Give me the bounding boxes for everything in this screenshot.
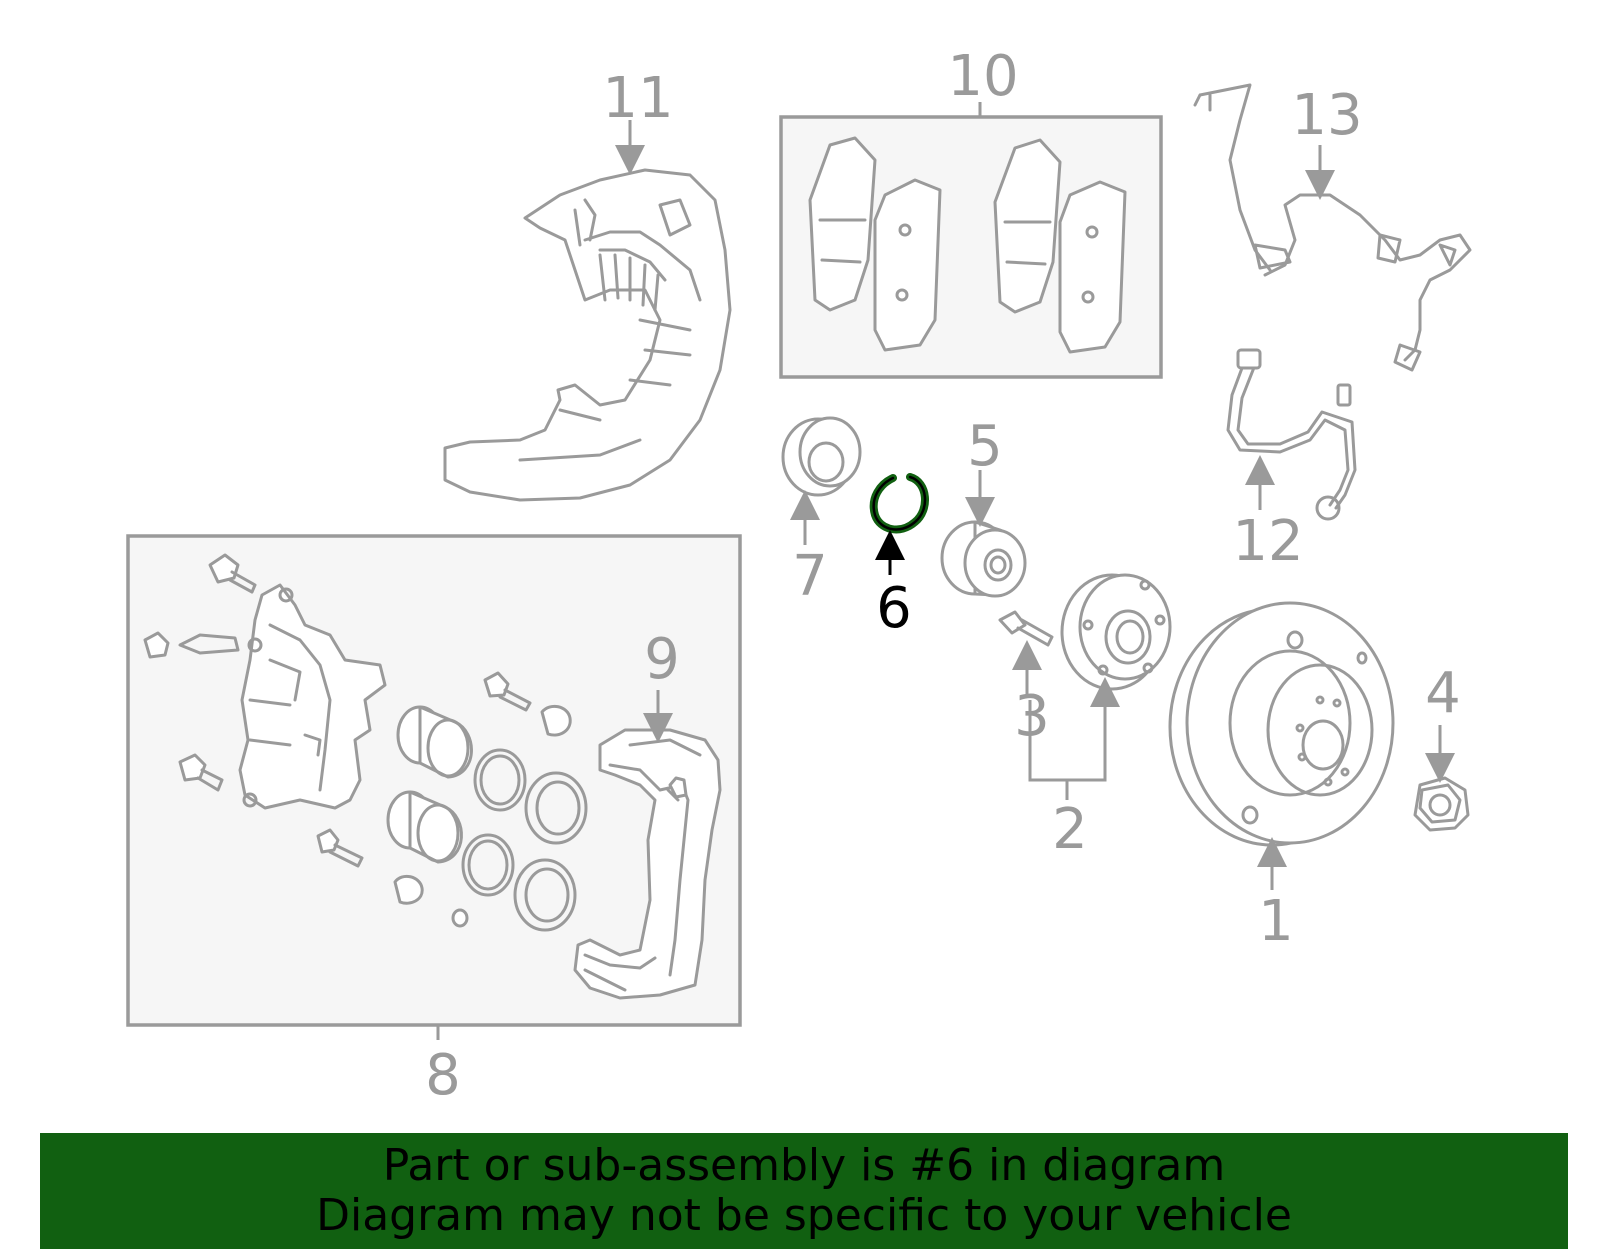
dust-shield-part-11[interactable]	[443, 168, 732, 502]
callout-10[interactable]: 10	[947, 44, 1018, 109]
caliper-components	[143, 553, 588, 932]
seal-part-7[interactable]	[781, 416, 862, 497]
callout-4[interactable]: 4	[1425, 661, 1461, 726]
brake-assembly-diagram: 11 10 13 12 7 6	[126, 44, 1472, 1108]
hub-assembly-part-2[interactable]	[1060, 573, 1172, 691]
info-banner: Part or sub-assembly is #6 in diagram Di…	[40, 1133, 1568, 1249]
banner-line-disclaimer: Diagram may not be specific to your vehi…	[316, 1190, 1292, 1241]
callout-3[interactable]: 3	[1014, 684, 1050, 749]
callout-1[interactable]: 1	[1258, 889, 1294, 954]
callout-9[interactable]: 9	[644, 627, 680, 692]
snap-ring-part-6[interactable]	[869, 473, 929, 534]
brake-pad-set	[808, 136, 1127, 354]
banner-line-part-number: Part or sub-assembly is #6 in diagram	[382, 1140, 1226, 1191]
abs-sensor-part-13[interactable]	[1193, 83, 1472, 372]
callout-2[interactable]: 2	[1052, 797, 1088, 862]
callout-6[interactable]: 6	[876, 576, 912, 641]
callout-8[interactable]: 8	[425, 1043, 461, 1108]
callout-5[interactable]: 5	[967, 414, 1003, 479]
callout-12[interactable]: 12	[1232, 509, 1303, 574]
brake-disc-part-1[interactable]	[1168, 601, 1395, 847]
callout-7[interactable]: 7	[792, 544, 828, 609]
lug-nut-part-4[interactable]	[1413, 776, 1470, 832]
callout-11[interactable]: 11	[602, 66, 673, 131]
hub-bolt-part-3[interactable]	[998, 610, 1054, 647]
wheel-bearing-part-5[interactable]	[940, 520, 1027, 598]
callout-13[interactable]: 13	[1291, 83, 1362, 148]
brake-hose-part-12[interactable]	[1226, 348, 1357, 521]
